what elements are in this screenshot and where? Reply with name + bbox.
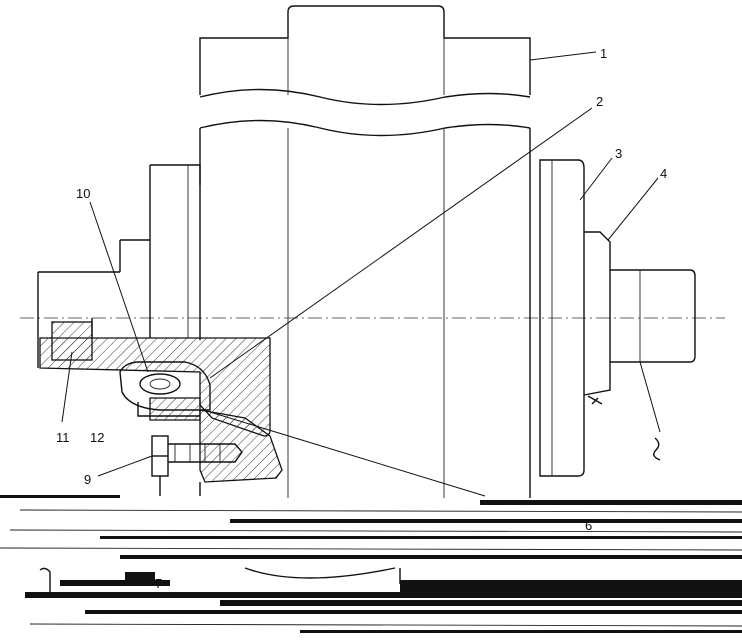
leader-lines <box>61 51 661 497</box>
base-section <box>0 495 742 633</box>
bearing-assembly <box>119 361 211 421</box>
label-2: 2 <box>596 94 603 109</box>
label-4: 4 <box>660 166 667 181</box>
label-10: 10 <box>76 186 90 201</box>
label-3: 3 <box>615 146 622 161</box>
label-12: 12 <box>90 430 104 445</box>
label-7: 7 <box>155 576 162 591</box>
label-1: 1 <box>600 46 607 61</box>
left-hub <box>37 164 201 368</box>
label-6: 6 <box>585 518 592 533</box>
label-9: 9 <box>84 472 91 487</box>
label-11: 11 <box>56 430 70 445</box>
right-flange <box>529 159 696 498</box>
upper-shaft <box>199 5 531 498</box>
part-11-block <box>51 321 93 361</box>
